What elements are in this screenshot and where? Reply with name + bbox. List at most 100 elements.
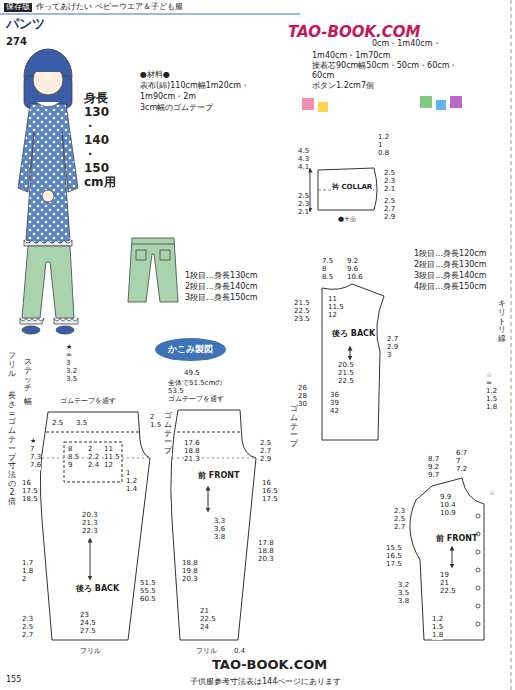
dimension-label: ●+◎ — [338, 216, 356, 224]
dimension-label: 36 — [330, 392, 339, 400]
dimension-label: 16.5 — [262, 488, 278, 496]
dimension-label: 19.8 — [182, 568, 198, 576]
dimension-label: 7.5 — [322, 258, 333, 266]
dimension-label: 60.5 — [140, 596, 156, 604]
piece-name: 150 — [84, 162, 109, 175]
dimension-label: 10.4 — [440, 502, 456, 510]
dimension-label: 7.6 — [30, 462, 41, 470]
dimension-label: 17.5 — [22, 488, 38, 496]
dimension-label: 3段目…身長150cm — [185, 294, 258, 303]
collar-piece — [310, 168, 377, 210]
dimension-label: 11 — [104, 446, 113, 454]
dimension-label: 1.7 — [22, 560, 33, 568]
dimension-label: 39 — [330, 400, 339, 408]
dimension-label: 17.8 — [258, 540, 274, 548]
watermark-blocks — [302, 96, 462, 112]
piece-name: 130 — [84, 106, 109, 119]
dimension-label: 3段目…身長140cm — [414, 272, 487, 281]
vertical-note: ゴムテープ — [290, 405, 298, 449]
dimension-label: 3.6 — [214, 526, 225, 534]
dimension-label: 1.8 — [486, 404, 497, 412]
dimension-label: 42 — [330, 408, 339, 416]
dimension-label: 22.5 — [294, 308, 310, 316]
dimension-label: ★ — [66, 344, 72, 352]
dimension-label: 全体で51.5cmの — [168, 380, 222, 388]
cut-line — [511, 0, 512, 690]
dimension-label: 4.1 — [298, 164, 309, 172]
dimension-label: 23.5 — [294, 316, 310, 324]
dimension-label: 2.3 — [22, 616, 33, 624]
dimension-label: 11.5 — [104, 454, 120, 462]
dimension-label: 2.1 — [384, 186, 395, 194]
piece-name: 後ろ BACK — [332, 330, 375, 339]
dimension-label: 2.3 — [384, 178, 395, 186]
dimension-label: 2.5 — [52, 420, 63, 428]
dimension-label: 53.5 — [168, 388, 184, 396]
dimension-label: 22.5 — [200, 616, 216, 624]
badge-text: 保存版 — [4, 3, 32, 12]
dimension-label: 9.7 — [428, 472, 439, 480]
dimension-label: 7.2 — [456, 466, 467, 474]
dimension-label: 作ってあげたい ベビーウエア＆子ども服 — [36, 3, 183, 12]
dimension-label: ゴムテープを通す — [60, 398, 116, 406]
dimension-label: 17.5 — [386, 561, 402, 569]
dimension-label: 子供服参考寸法表は144ページにあります — [190, 678, 341, 687]
watermark: TAO-BOOK.COM — [288, 24, 420, 41]
dimension-label: 3.5 — [398, 590, 409, 598]
dimension-label: 1m40cm・1m70cm — [312, 52, 391, 61]
dimension-label: 1段目…身長120cm — [414, 250, 487, 259]
dimension-label: 3cm幅のゴムテープ — [140, 104, 213, 113]
dimension-label: 21.3 — [82, 520, 98, 528]
dimension-label: 1.5 — [432, 624, 443, 632]
dimension-label: 22.5 — [440, 588, 456, 596]
dimension-label: 2.3 — [298, 201, 309, 209]
dimension-label: 2.9 — [387, 344, 398, 352]
dimension-label: 2.5 — [22, 624, 33, 632]
button-marks — [476, 514, 480, 626]
page-title: パンツ — [6, 17, 45, 31]
dimension-label: 22.5 — [338, 378, 354, 386]
dimension-label: 1.8 — [432, 632, 443, 640]
dimension-label: 0.4 — [234, 648, 245, 656]
vertical-note: 幅 — [24, 398, 32, 407]
dimension-label: 16 — [262, 480, 271, 488]
dimension-label: 6.7 — [456, 450, 467, 458]
dimension-label: 9.6 — [347, 266, 358, 274]
dimension-label: 2.5 — [298, 193, 309, 201]
dimension-label: 10.9 — [440, 510, 456, 518]
dimension-label: 15.5 — [386, 545, 402, 553]
front-bodice-piece — [410, 478, 484, 640]
dimension-label: 8.7 — [428, 456, 439, 464]
dimension-label: 4.5 — [298, 148, 309, 156]
dimension-label: 1 — [378, 142, 382, 150]
dimension-label: 12 — [104, 462, 113, 470]
dimension-label: 3.3 — [214, 518, 225, 526]
dimension-label: 18.8 — [184, 448, 200, 456]
vertical-note: フリル — [8, 352, 16, 378]
dimension-label: 1 — [126, 470, 130, 478]
piece-name: 前 FRONT — [436, 535, 477, 544]
dimension-label: 7 — [456, 458, 460, 466]
dimension-label: 2.5 — [384, 170, 395, 178]
dimension-label: ゴムテープを通す — [168, 396, 224, 404]
dimension-label: = — [66, 352, 72, 360]
piece-name: 身長 — [84, 92, 108, 105]
dimension-label: 2.7 — [394, 524, 405, 532]
dimension-label: 表布(綿)110cm幅1m20cm・ — [140, 82, 249, 91]
piece-name: ・ — [84, 148, 96, 161]
dimension-label: 11 — [328, 296, 337, 304]
dimension-label: 55.5 — [140, 588, 156, 596]
dimension-label: 0.8 — [378, 150, 389, 158]
dimension-label: 21 — [440, 580, 449, 588]
dimension-label: 1m90cm・2m — [140, 93, 196, 102]
dimension-label: 3 — [66, 360, 70, 368]
dimension-label: 1.2 — [486, 388, 497, 396]
dimension-label: 2.7 — [260, 448, 271, 456]
dimension-label: 8.5 — [68, 454, 79, 462]
header-rule — [0, 14, 300, 15]
dimension-label: 2 — [150, 414, 154, 422]
dimension-label: 21.5 — [294, 300, 310, 308]
dimension-label: 2.9 — [384, 214, 395, 222]
dimension-label: 16.5 — [386, 553, 402, 561]
dimension-label: 2.5 — [384, 198, 395, 206]
